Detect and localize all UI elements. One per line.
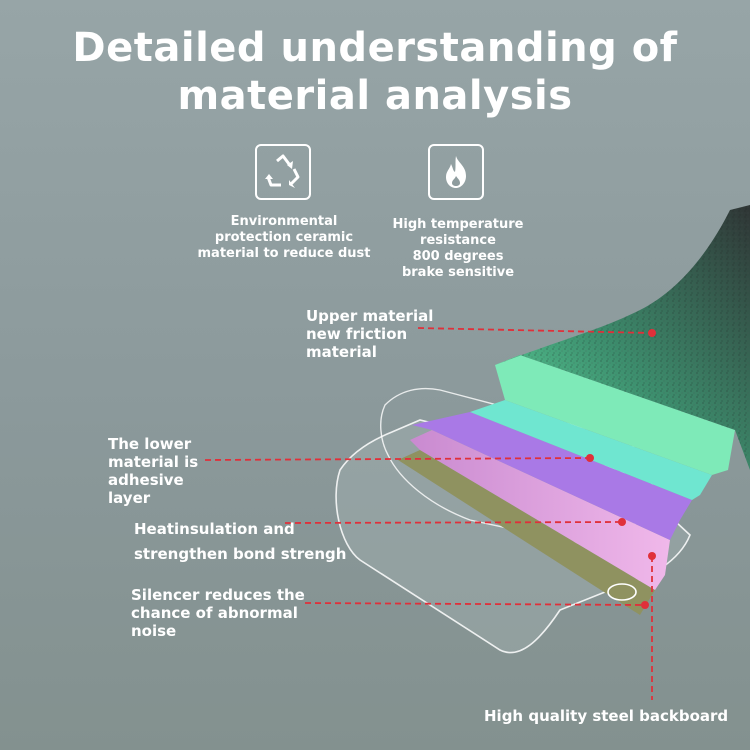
recycle-icon — [265, 154, 300, 188]
recycle-icon-box — [255, 144, 311, 200]
title-line-1: Detailed understanding of — [72, 25, 678, 71]
leader-dot-backboard — [648, 552, 656, 560]
callout-upper-line-2: new friction — [306, 325, 408, 343]
feature-heat-line-4: brake sensitive — [401, 265, 515, 280]
callout-lower-material: The lower material is adhesive layer — [108, 435, 198, 507]
flame-icon-box — [428, 144, 484, 200]
friction-front-face — [495, 355, 735, 475]
callout-heat-line-2: strengthen bond strengh — [134, 545, 347, 563]
callout-backboard: High quality steel backboard — [484, 707, 728, 725]
callout-lower-line-1: The lower — [108, 435, 192, 453]
feature-heat-line-3: 800 degrees — [412, 249, 504, 264]
leader-line-silencer — [304, 602, 646, 606]
callout-lower-line-4: layer — [108, 489, 151, 507]
leader-dot-heat — [618, 518, 626, 526]
insulation-layer — [412, 412, 692, 540]
leader-dot-silencer — [641, 601, 649, 609]
callout-upper-line-1: Upper material — [306, 307, 434, 325]
leader-dot-lower — [586, 454, 594, 462]
callout-heat-line-1: Heatinsulation and — [134, 520, 295, 538]
feature-heat-line-1: High temperature — [392, 217, 524, 232]
callout-heat-insulation: Heatinsulation and strengthen bond stren… — [134, 517, 346, 567]
silencer-layer — [410, 430, 670, 590]
feature-heat-line-2: resistance — [420, 233, 496, 248]
callout-lower-line-3: adhesive — [108, 471, 184, 489]
callout-upper-line-3: material — [306, 343, 377, 361]
flame-icon — [446, 156, 466, 188]
title-line-2: material analysis — [177, 73, 573, 119]
leader-line-heat — [284, 521, 623, 524]
callout-silencer-line-2: chance of abnormal — [131, 604, 298, 622]
callout-silencer: Silencer reduces the chance of abnormal … — [131, 586, 305, 640]
feature-eco-line-1: Environmental — [230, 214, 338, 229]
callout-lower-line-2: material is — [108, 453, 199, 471]
adhesive-layer — [470, 400, 712, 500]
silencer-hole — [607, 583, 637, 601]
steel-backboard-layer — [398, 450, 655, 615]
callout-silencer-line-1: Silencer reduces the — [131, 586, 305, 604]
feature-eco-line-3: material to reduce dust — [197, 246, 371, 261]
feature-heat-text: High temperature resistance 800 degrees … — [378, 217, 538, 281]
feature-eco-text: Environmental protection ceramic materia… — [190, 214, 378, 262]
callout-silencer-line-3: noise — [131, 622, 177, 640]
leader-line-lower — [204, 457, 591, 461]
feature-eco-line-2: protection ceramic — [214, 230, 354, 245]
friction-texture — [495, 205, 750, 470]
leader-line-upper — [417, 327, 653, 334]
leader-dot-upper — [648, 329, 656, 337]
callout-backboard-line-1: High quality steel backboard — [484, 707, 729, 725]
callout-upper-material: Upper material new friction material — [306, 307, 433, 361]
